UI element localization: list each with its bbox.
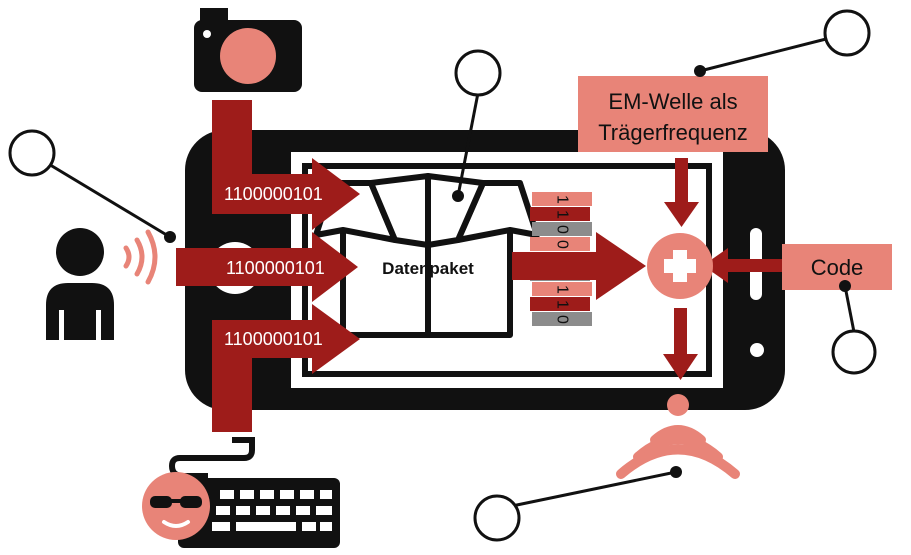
callout-person: [8, 129, 176, 243]
bit-block: [532, 222, 592, 236]
bit-digit: 0: [554, 315, 571, 324]
carrier-down-arrow: [664, 158, 699, 227]
callout-wireless: [473, 466, 682, 542]
bit-block: [532, 192, 592, 206]
code-box: [782, 244, 892, 290]
output-down-arrow: [663, 308, 698, 380]
callout-carrier: [694, 9, 871, 77]
bit-block: [532, 282, 592, 296]
bit-block: [530, 207, 590, 221]
bit-block: [530, 297, 590, 311]
carrier-box: [578, 76, 768, 152]
bit-digit: 0: [554, 225, 571, 234]
code-label: Code: [811, 255, 864, 280]
open-box-icon: [313, 173, 540, 338]
bit-block: [532, 312, 592, 326]
carrier-label-line1: EM-Welle als: [608, 89, 737, 114]
bit-digit: 1: [554, 195, 571, 204]
packet-to-carrier-arrow: [512, 232, 646, 300]
keyboard-icon: [168, 437, 340, 548]
mic-data-arrow: [176, 232, 358, 302]
wireless-signal-icon: [616, 394, 740, 479]
bits-camera: 1100000101: [224, 184, 323, 204]
camera-data-arrow: [212, 100, 360, 230]
person-icon: [46, 228, 114, 340]
sound-waves-icon: [123, 229, 158, 285]
packet-label: Datenpaket: [382, 259, 474, 278]
carrier-label-line2: Trägerfrequenz: [598, 120, 748, 145]
hacker-face-icon: [142, 472, 210, 540]
bit-block: [530, 237, 590, 251]
bits-keyboard: 1100000101: [224, 329, 323, 349]
keyboard-data-arrow: [212, 304, 360, 432]
bit-digit: 1: [554, 210, 571, 219]
bit-digit: 1: [554, 300, 571, 309]
callout-code: [831, 280, 877, 375]
bit-stack: 110011110: [530, 192, 592, 326]
plus-circle-icon: [647, 233, 713, 299]
bit-digit: 0: [554, 240, 571, 249]
camera-icon: [194, 8, 302, 92]
bits-mic: 1100000101: [226, 258, 325, 278]
code-to-plus-arrow: [703, 248, 782, 283]
bit-digit: 1: [554, 285, 571, 294]
callout-packet: [452, 49, 502, 202]
